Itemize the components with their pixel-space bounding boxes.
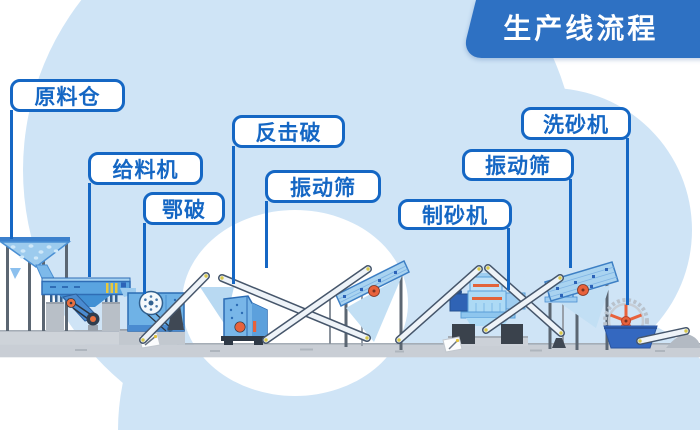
- leader-jaw-crusher: [143, 223, 146, 294]
- conveyor-screen1-to-sandmaker: [395, 265, 483, 344]
- leader-vibrating-screen-2: [569, 179, 572, 268]
- ground: [0, 329, 700, 358]
- leader-feeder: [88, 183, 91, 277]
- label-raw-material-silo: 原料仓: [10, 79, 125, 112]
- label-sand-making-machine: 制砂机: [398, 199, 512, 230]
- label-feeder: 给料机: [88, 152, 203, 185]
- feeder-illustration: [41, 277, 131, 331]
- conveyor-sandmaker-to-screen2: [482, 274, 564, 334]
- leader-sand-washing-machine: [626, 138, 629, 305]
- conveyors: [139, 264, 690, 348]
- background-circles: [23, 0, 700, 430]
- leader-raw-material-silo: [10, 110, 13, 239]
- conveyor-jaw-to-impact: [139, 272, 210, 344]
- impact-crusher-illustration: [200, 287, 268, 345]
- conveyor-washer-output: [636, 327, 690, 345]
- conveyor-screen1-return: [218, 274, 371, 342]
- label-vibrating-screen-2: 振动筛: [462, 149, 574, 181]
- title-banner: 生产线流程: [461, 0, 700, 58]
- sand-maker-illustration: [442, 273, 526, 353]
- label-jaw-crusher: 鄂破: [143, 192, 225, 225]
- leader-impact-crusher: [232, 146, 235, 284]
- sand-pile: [666, 334, 700, 348]
- label-vibrating-screen-1: 振动筛: [265, 170, 381, 203]
- conveyor-impact-to-screen1: [262, 265, 372, 344]
- label-impact-crusher: 反击破: [232, 115, 345, 148]
- page-title: 生产线流程: [503, 12, 659, 45]
- leader-sand-making-machine: [507, 228, 510, 290]
- label-sand-washing-machine: 洗砂机: [521, 107, 631, 140]
- vibrating-screen-2-illustration: [544, 261, 619, 350]
- leader-vibrating-screen-1: [265, 201, 268, 268]
